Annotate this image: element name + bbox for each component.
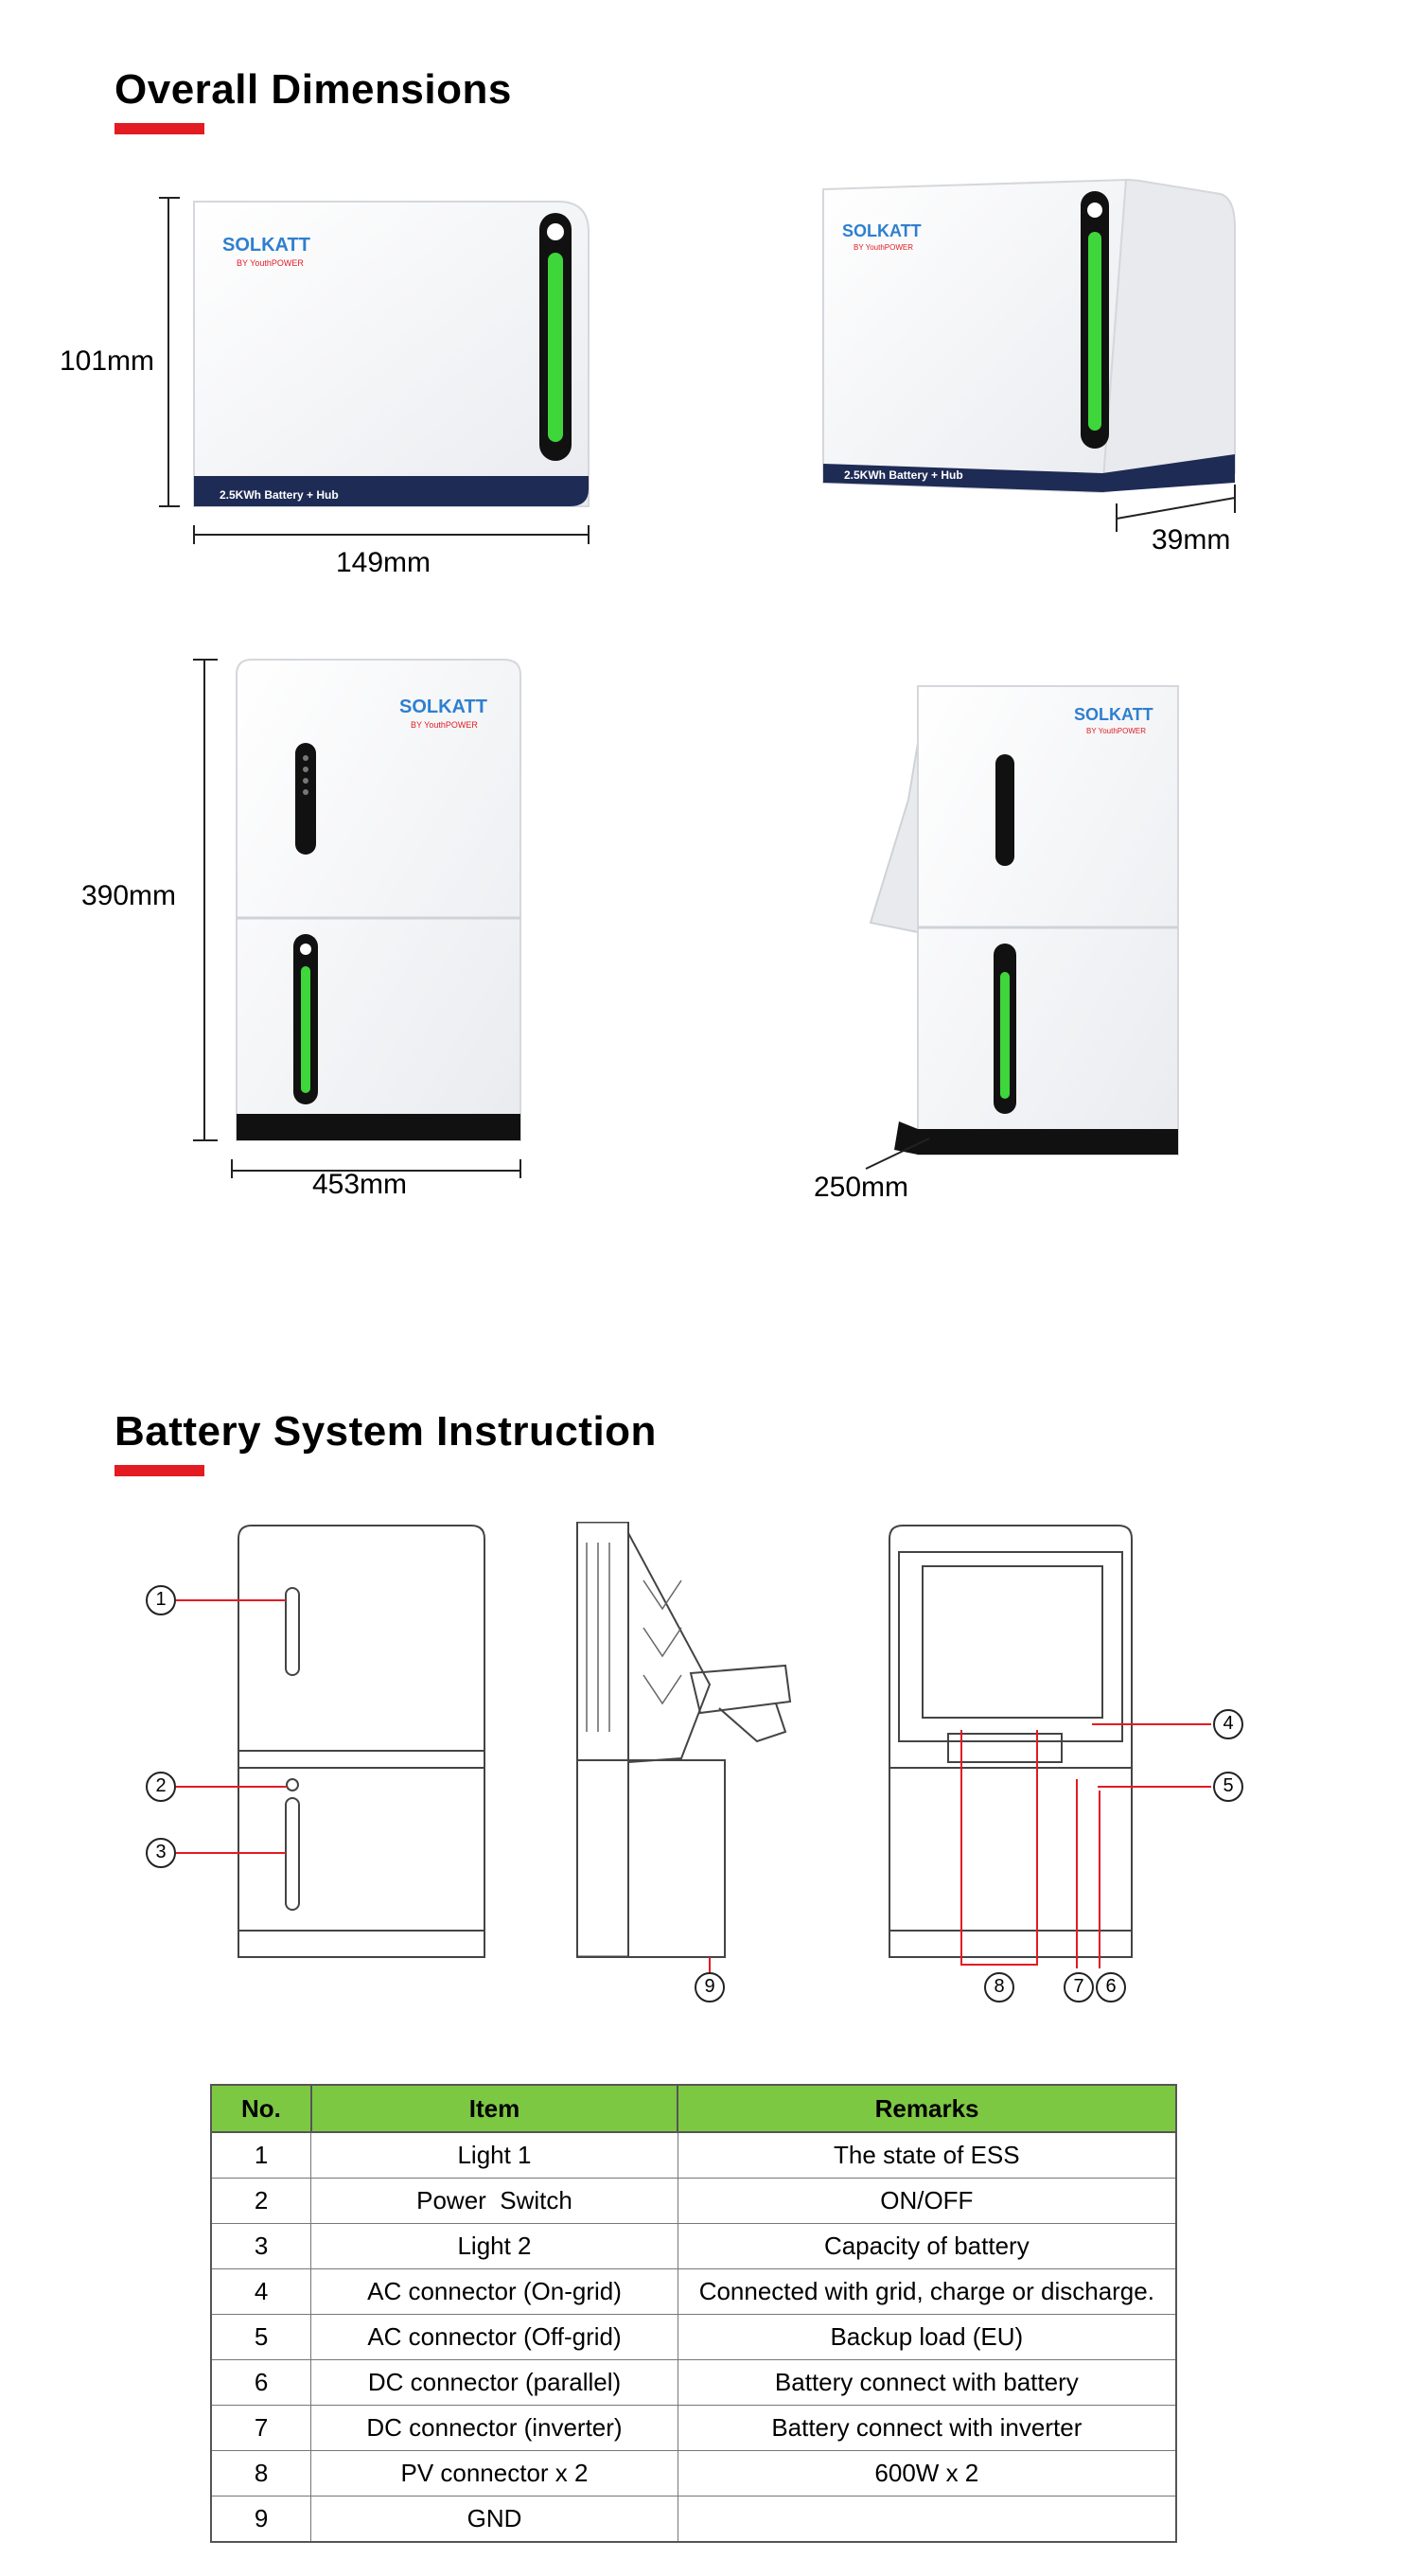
hub-height-dimension: 101mm <box>60 345 155 377</box>
instruction-title-underline <box>114 1465 204 1476</box>
row-remarks: Connected with grid, charge or discharge… <box>677 2268 1177 2315</box>
row-item: Light 1 <box>310 2131 678 2179</box>
hub-front-drawing: SOLKATT BY YouthPOWER <box>159 197 590 544</box>
table-row: 7 DC connector (inverter) Battery connec… <box>210 2405 1177 2451</box>
callout-1: 1 <box>155 1589 167 1610</box>
row-item: PV connector x 2 <box>310 2450 678 2497</box>
callout-3: 3 <box>155 1842 167 1862</box>
row-item: Light 2 <box>310 2223 678 2269</box>
callout-7: 7 <box>1073 1976 1084 1997</box>
row-remarks: ON/OFF <box>677 2178 1177 2224</box>
svg-text:BY YouthPOWER: BY YouthPOWER <box>854 243 913 252</box>
callout-2: 2 <box>155 1775 167 1796</box>
callout-5: 5 <box>1223 1775 1234 1796</box>
system-side-drawing: SOLKATT BY YouthPOWER <box>865 685 1179 1170</box>
table-row: 6 DC connector (parallel) Battery connec… <box>210 2359 1177 2406</box>
row-remarks <box>677 2496 1177 2543</box>
row-no: 8 <box>210 2450 312 2497</box>
row-no: 3 <box>210 2223 312 2269</box>
row-no: 1 <box>210 2131 312 2179</box>
spec-table: No. Item Remarks 1 Light 1 The state of … <box>210 2084 1177 2543</box>
table-row: 9 GND <box>210 2496 1177 2543</box>
row-no: 2 <box>210 2178 312 2224</box>
row-remarks: Battery connect with battery <box>677 2359 1177 2406</box>
system-depth-dimension: 250mm <box>814 1172 909 1203</box>
hub-logo-sub: BY YouthPOWER <box>237 258 304 268</box>
callout-8: 8 <box>994 1976 1005 1997</box>
system-width-dimension: 453mm <box>312 1169 408 1200</box>
hub-width-dimension: 149mm <box>336 547 431 578</box>
callout-9: 9 <box>704 1976 715 1997</box>
row-item: Power Switch <box>310 2178 678 2224</box>
hub-front-label: 2.5KWh Battery + Hub <box>220 488 339 502</box>
dimensions-title: Overall Dimensions <box>114 66 512 113</box>
table-row: 3 Light 2 Capacity of battery <box>210 2223 1177 2269</box>
svg-text:BY YouthPOWER: BY YouthPOWER <box>411 720 478 730</box>
table-row: 1 Light 1 The state of ESS <box>210 2131 1177 2179</box>
row-remarks: Backup load (EU) <box>677 2314 1177 2360</box>
instruction-diagram <box>146 1522 1243 2003</box>
table-row: 8 PV connector x 2 600W x 2 <box>210 2450 1177 2497</box>
header-no: No. <box>210 2084 312 2133</box>
hub-side-drawing: SOLKATT BY YouthPOWER <box>822 178 1236 532</box>
svg-text:SOLKATT: SOLKATT <box>1074 705 1153 724</box>
row-no: 9 <box>210 2496 312 2543</box>
system-height-dimension: 390mm <box>81 880 177 911</box>
svg-text:BY YouthPOWER: BY YouthPOWER <box>1086 727 1146 735</box>
svg-text:SOLKATT: SOLKATT <box>842 221 922 240</box>
row-item: DC connector (inverter) <box>310 2405 678 2451</box>
hub-logo-text: SOLKATT <box>222 235 310 256</box>
row-remarks: 600W x 2 <box>677 2450 1177 2497</box>
hub-side-label: 2.5KWh Battery + Hub <box>844 468 963 482</box>
header-remarks: Remarks <box>677 2084 1177 2133</box>
system-front-drawing: SOLKATT BY YouthPOWER <box>193 659 521 1178</box>
row-item: GND <box>310 2496 678 2543</box>
row-no: 4 <box>210 2268 312 2315</box>
row-remarks: The state of ESS <box>677 2131 1177 2179</box>
table-header-row: No. Item Remarks <box>210 2084 1177 2133</box>
callout-4: 4 <box>1223 1713 1234 1734</box>
row-item: AC connector (On-grid) <box>310 2268 678 2315</box>
table-row: 4 AC connector (On-grid) Connected with … <box>210 2268 1177 2315</box>
table-row: 2 Power Switch ON/OFF <box>210 2178 1177 2224</box>
row-no: 7 <box>210 2405 312 2451</box>
row-item: AC connector (Off-grid) <box>310 2314 678 2360</box>
callout-6: 6 <box>1105 1976 1117 1997</box>
table-row: 5 AC connector (Off-grid) Backup load (E… <box>210 2314 1177 2360</box>
row-item: DC connector (parallel) <box>310 2359 678 2406</box>
row-no: 5 <box>210 2314 312 2360</box>
dimensions-title-underline <box>114 123 204 134</box>
instruction-title: Battery System Instruction <box>114 1408 657 1455</box>
hub-depth-dimension: 39mm <box>1152 524 1231 556</box>
row-remarks: Capacity of battery <box>677 2223 1177 2269</box>
header-item: Item <box>309 2084 679 2133</box>
row-remarks: Battery connect with inverter <box>677 2405 1177 2451</box>
row-no: 6 <box>210 2359 312 2406</box>
svg-text:SOLKATT: SOLKATT <box>399 697 487 717</box>
